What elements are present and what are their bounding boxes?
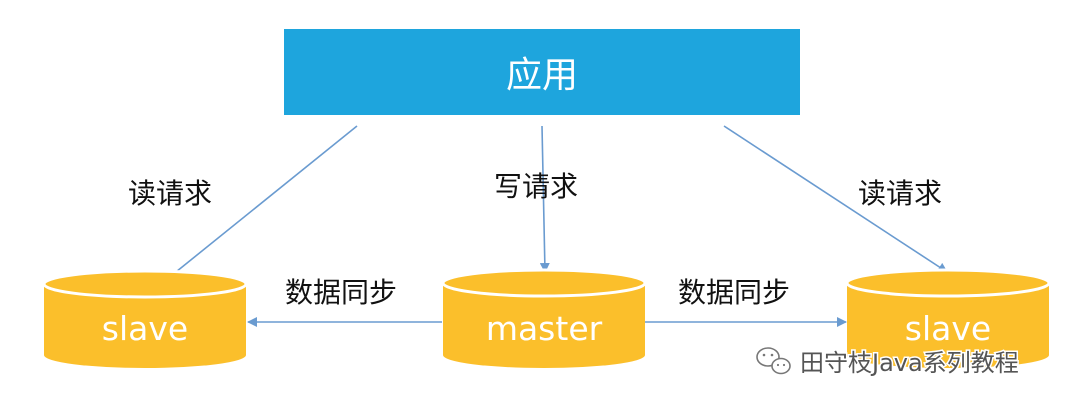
watermark-text: 田守枝Java系列教程 [800, 349, 1019, 377]
master-label: master [486, 309, 603, 348]
read-request-label-right: 读请求 [858, 177, 942, 210]
watermark: 田守枝Java系列教程 [756, 347, 1020, 379]
wechat-icon [756, 347, 791, 375]
read-request-label-left: 读请求 [128, 177, 212, 210]
slave-database-left: slave [42, 269, 248, 368]
cylinder-top [441, 268, 647, 298]
cylinder-body [443, 283, 645, 368]
data-sync-label-left: 数据同步 [285, 276, 397, 309]
read-request-arrow-right [723, 125, 948, 273]
app-node: 应用 [284, 29, 800, 115]
slave-left-label: slave [102, 309, 188, 348]
slave-database-right: slave [845, 268, 1051, 368]
write-request-label: 写请求 [494, 170, 578, 203]
slave-right-label: slave [905, 309, 991, 348]
master-database: master [441, 268, 647, 368]
data-sync-label-right: 数据同步 [678, 276, 790, 309]
write-request-arrow [539, 125, 550, 273]
cylinder-top [845, 268, 1051, 298]
app-box [284, 29, 800, 115]
cylinder-body [847, 283, 1049, 368]
app-label: 应用 [506, 55, 578, 96]
cylinder-top [42, 269, 248, 299]
read-request-arrow-left [165, 125, 358, 281]
cylinder-body [44, 284, 246, 368]
